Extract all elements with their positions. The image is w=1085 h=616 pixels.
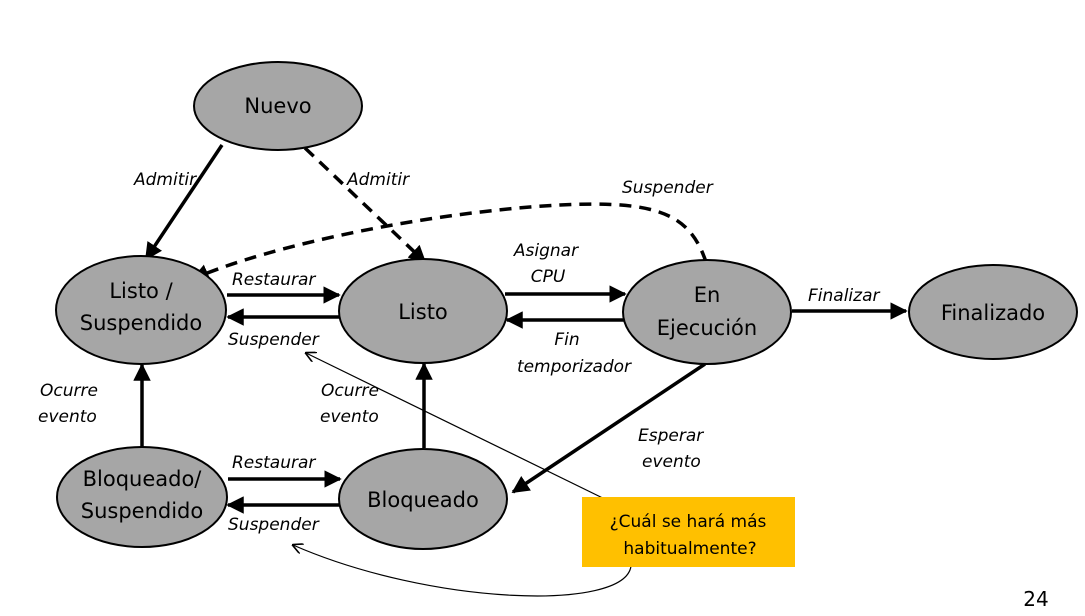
callout-pointer-lower bbox=[293, 545, 632, 597]
label-asignar-cpu-line1: Asignar bbox=[513, 241, 579, 261]
label-ocurre-evento-left-line2: evento bbox=[38, 407, 97, 427]
label-suspender-mid: Suspender bbox=[228, 330, 320, 350]
label-fin-temporizador-line1: Fin bbox=[554, 330, 579, 350]
state-bloqueado-suspendido: Bloqueado/ Suspendido bbox=[56, 446, 228, 548]
edge-suspender-ejecucion-to-listo-suspendido bbox=[191, 202, 708, 281]
state-en-ejecucion-label-line1: En bbox=[694, 283, 721, 307]
edge-admitir-to-listo bbox=[303, 146, 427, 264]
state-nuevo: Nuevo bbox=[193, 61, 363, 151]
label-esperar-evento-line1: Esperar bbox=[638, 426, 704, 446]
state-finalizado-label: Finalizado bbox=[941, 301, 1045, 325]
state-bloqueado-label: Bloqueado bbox=[367, 488, 479, 512]
label-suspender-bottom: Suspender bbox=[228, 515, 320, 535]
label-ocurre-evento-left-line1: Ocurre bbox=[40, 381, 98, 401]
edge-esperar-evento bbox=[511, 362, 706, 494]
callout-text-line2: habitualmente? bbox=[623, 539, 756, 559]
callout-text-line1: ¿Cuál se hará más bbox=[610, 512, 767, 532]
state-en-ejecucion-label-line2: Ejecución bbox=[657, 316, 757, 340]
label-suspender-top: Suspender bbox=[622, 178, 714, 198]
label-admitir-left: Admitir bbox=[133, 170, 197, 190]
edge-admitir-to-listo-suspendido bbox=[144, 144, 224, 261]
state-listo-suspendido-label-line1: Listo / bbox=[109, 279, 173, 303]
label-restaurar-top: Restaurar bbox=[232, 270, 316, 290]
callout-box: ¿Cuál se hará más habitualmente? bbox=[582, 497, 795, 567]
state-bloqueado: Bloqueado bbox=[338, 448, 508, 550]
label-fin-temporizador-line2: temporizador bbox=[517, 357, 632, 377]
label-restaurar-bottom: Restaurar bbox=[232, 453, 316, 473]
label-ocurre-evento-mid-line1: Ocurre bbox=[321, 381, 379, 401]
state-bloqueado-suspendido-label-line1: Bloqueado/ bbox=[83, 467, 203, 491]
label-ocurre-evento-mid-line2: evento bbox=[320, 407, 379, 427]
callout-pointer-upper bbox=[306, 353, 618, 506]
label-asignar-cpu-line2: CPU bbox=[531, 267, 566, 287]
label-esperar-evento-line2: evento bbox=[642, 452, 701, 472]
state-en-ejecucion: En Ejecución bbox=[622, 259, 792, 365]
state-bloqueado-suspendido-label-line2: Suspendido bbox=[81, 499, 203, 523]
state-listo-label: Listo bbox=[398, 300, 448, 324]
label-admitir-right: Admitir bbox=[346, 170, 410, 190]
state-listo: Listo bbox=[338, 258, 508, 364]
page-number: 24 bbox=[1023, 587, 1048, 611]
state-nuevo-label: Nuevo bbox=[244, 94, 311, 118]
state-listo-suspendido: Listo / Suspendido bbox=[55, 255, 227, 365]
state-finalizado: Finalizado bbox=[908, 264, 1078, 360]
label-finalizar: Finalizar bbox=[808, 286, 880, 306]
state-listo-suspendido-label-line2: Suspendido bbox=[80, 311, 202, 335]
